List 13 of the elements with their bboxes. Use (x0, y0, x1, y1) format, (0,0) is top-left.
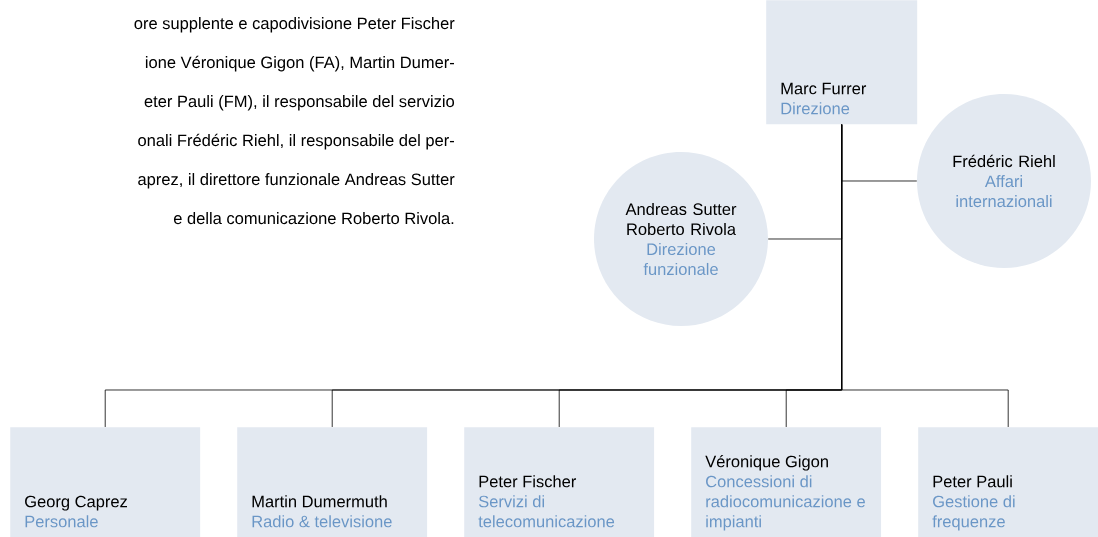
org-box: Marc Furrer Direzione (766, 0, 918, 125)
org-box: Véronique Gigon Concessioni di radiocomunicazione e impianti (691, 427, 882, 537)
paragraph-line: e della comunicazione Roberto Rivola. (173, 212, 454, 225)
connector-line (841, 124, 1009, 428)
paragraph-line: eter Pauli (FM), il responsabile del servizio (144, 95, 455, 111)
paragraph-line: onali Frédéric Riehl, il responsabile del per- (138, 133, 454, 150)
org-box: Georg Caprez Personale (10, 427, 201, 537)
org-box: Peter Pauli Gestione di frequenze (918, 427, 1098, 537)
org-box: Martin Dumermuth Radio & televisione (237, 427, 428, 537)
paragraph-line: ione Véronique Gigon (FA), Martin Dumer- (145, 55, 454, 72)
paragraph-line: ore supplente e capodivisione Peter Fischer (134, 17, 455, 33)
paragraph-line: aprez, il direttore funzionale Andreas Sutter (138, 173, 455, 189)
org-box: Peter Fischer Servizi di telecomunicazione (464, 427, 655, 537)
